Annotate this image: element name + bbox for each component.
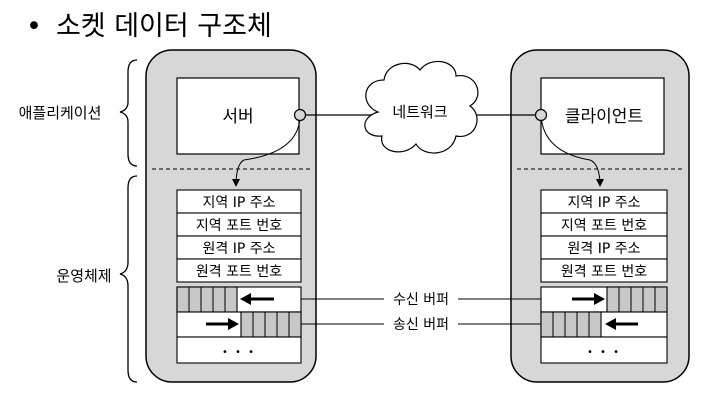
page-title: • 소켓 데이터 구조체: [26, 4, 272, 43]
client-field-2-text: 지역 포트 번호: [561, 218, 647, 234]
receive-buffer-label: 수신 버퍼: [393, 292, 449, 308]
client-field-4: [540, 258, 668, 283]
server-send-buffer-cells: [240, 311, 302, 338]
client-socket-link-arrow: [540, 114, 604, 187]
client-ellipsis: • • •: [587, 347, 621, 358]
client-field-4-text: 원격 포트 번호: [561, 264, 647, 280]
client-socket-circle: [534, 108, 548, 122]
server-panel: 서버 지역 IP 주소 지역 포트 번호 원격 IP 주소 원격 포트 번호: [145, 49, 317, 383]
client-more-row: [540, 336, 668, 364]
server-socket-link-arrow: [232, 114, 301, 187]
application-layer-label: 애플리케이션: [19, 104, 102, 122]
client-receive-arrowhead: [594, 293, 605, 305]
client-panel: 클라이언트 지역 IP 주소 지역 포트 번호 원격 IP 주소 원격 포트 번…: [510, 49, 690, 383]
title-label: 소켓 데이터 구조체: [55, 11, 272, 42]
server-label: 서버: [222, 107, 253, 127]
client-field-1-text: 지역 IP 주소: [568, 195, 641, 211]
server-field-4-text: 원격 포트 번호: [196, 264, 282, 280]
server-ellipsis: • • •: [222, 347, 256, 358]
os-layer-bracket: [119, 175, 138, 383]
server-field-2-text: 지역 포트 번호: [196, 218, 282, 234]
server-field-3-text: 원격 IP 주소: [203, 241, 276, 257]
server-send-arrowhead: [228, 318, 239, 330]
network-label: 네트워크: [392, 103, 447, 121]
client-field-3-text: 원격 IP 주소: [568, 241, 641, 257]
server-more-row: [176, 336, 302, 364]
network-cloud: [364, 60, 479, 154]
client-app-box: [540, 77, 665, 155]
send-buffer-label: 송신 버퍼: [393, 317, 449, 333]
server-receive-buffer-cells: [176, 286, 238, 313]
title-bullet: •: [26, 11, 42, 42]
server-receive-arrowhead: [240, 293, 251, 305]
client-label: 클라이언트: [565, 107, 643, 127]
client-send-buffer-cells: [540, 311, 602, 338]
application-layer-bracket: [119, 59, 138, 167]
client-send-arrowhead: [605, 318, 616, 330]
server-socket-circle: [293, 108, 307, 122]
server-field-1-text: 지역 IP 주소: [203, 195, 276, 211]
server-field-4: [176, 258, 302, 283]
client-receive-buffer-cells: [606, 286, 668, 313]
os-layer-label: 운영체제: [56, 267, 111, 285]
